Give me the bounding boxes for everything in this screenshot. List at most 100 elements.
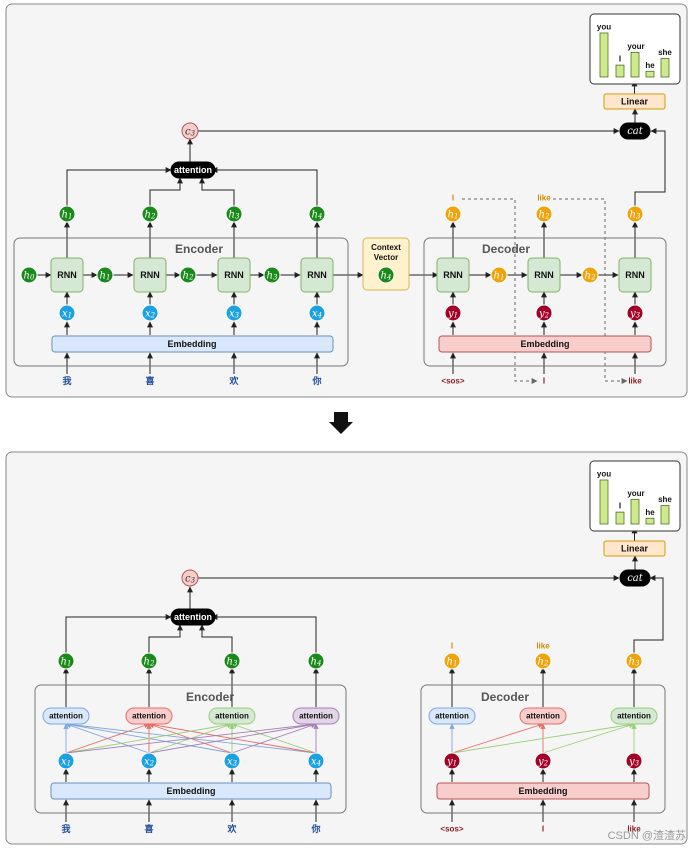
decoder2-h-node <box>443 652 461 670</box>
encoder-self-attention-label: attention <box>132 712 166 721</box>
encoder-x-node <box>141 304 159 322</box>
decoder-output-token: like <box>537 194 551 203</box>
encoder2-h-symbol: h4 <box>311 656 322 668</box>
encoder2-h-node <box>140 652 158 670</box>
decoder-title: Decoder <box>482 242 530 256</box>
decoder-output-token: I <box>452 194 454 203</box>
encoder-container-2 <box>34 684 347 814</box>
enc2-self-attention-edge <box>65 721 317 754</box>
decoder2-y-node <box>443 752 461 770</box>
encoder2-x-node <box>223 752 241 770</box>
vocab-word-label: your <box>627 489 644 498</box>
encoder-self-attention-label: attention <box>299 712 333 721</box>
decoder-self-attention-label: attention <box>617 712 651 721</box>
decoder-self-attention-node <box>519 707 567 725</box>
context-vector-box <box>362 237 410 291</box>
decoder-self-attention-node <box>610 707 658 725</box>
decoder-input-token: <sos> <box>441 377 464 386</box>
decoder-embedding-label-2: Embedding <box>519 786 568 796</box>
decoder-state-symbol: h1 <box>494 270 505 282</box>
encoder-self-attention-node <box>292 707 340 725</box>
context-vector-h-node <box>377 266 395 284</box>
top-panel <box>5 3 688 398</box>
encoder2-h-symbol: h2 <box>144 656 155 668</box>
decoder-y-node <box>626 304 644 322</box>
encoder2-x-symbol: x4 <box>311 756 321 768</box>
decoder-y-symbol: y1 <box>447 308 458 320</box>
decoder2-h-symbol: h2 <box>538 656 549 668</box>
decoder2-input-token: like <box>627 825 641 834</box>
dec-h3-to-cat-edge <box>634 128 666 206</box>
vocab-word-label: he <box>645 61 655 70</box>
enc-h-to-attention-edge <box>66 167 172 206</box>
decoder-y-node <box>535 304 553 322</box>
encoder-x-node <box>308 304 326 322</box>
vocab-bar <box>615 511 625 525</box>
attention2-label: attention <box>174 612 212 622</box>
feedback-I-edge <box>462 198 538 384</box>
decoder-self-attention-label: attention <box>526 712 560 721</box>
encoder-rnn-label: RNN <box>140 270 160 280</box>
decoder-rnn-cell <box>618 257 652 293</box>
enc-h-to-attention-edge <box>149 177 183 206</box>
decoder2-output-token: I <box>451 642 453 651</box>
encoder-self-attention-label: attention <box>215 712 249 721</box>
enc2-h-to-attention-edge <box>65 614 172 654</box>
decoder2-y-symbol: y2 <box>537 756 549 768</box>
context-c3-symbol: c3 <box>185 126 196 138</box>
dec2-h3-to-cat-edge <box>633 575 664 654</box>
encoder-state-symbol: h3 <box>267 270 278 282</box>
attention-node <box>170 161 216 179</box>
decoder-h-symbol: h1 <box>448 209 459 221</box>
decoder-h-node <box>535 205 553 223</box>
vocab-bar <box>660 58 670 78</box>
enc-h-to-attention-edge <box>199 177 235 206</box>
encoder2-h-node <box>223 652 241 670</box>
decoder-rnn-cell <box>436 257 470 293</box>
encoder-rnn-cell <box>300 257 334 293</box>
encoder-input-token: 喜 <box>145 375 154 386</box>
vocab-distribution-box <box>589 460 681 532</box>
decoder2-h-symbol: h1 <box>447 656 458 668</box>
vocab-bar <box>630 51 640 78</box>
linear-box <box>603 93 666 110</box>
decoder2-input-token: <sos> <box>440 825 463 834</box>
encoder-h-node <box>141 205 159 223</box>
encoder-rnn-cell <box>50 257 84 293</box>
encoder2-input-token: 我 <box>61 823 70 834</box>
encoder-self-attention-node <box>125 707 173 725</box>
decoder2-y-node <box>625 752 643 770</box>
encoder2-x-symbol: x3 <box>227 756 238 768</box>
vocab-bar <box>645 70 655 78</box>
decoder-h-node <box>626 205 644 223</box>
vocab-word-label: I <box>619 55 621 64</box>
edges-layer <box>37 80 666 822</box>
feedback-like-edge <box>553 198 628 384</box>
vocab-bar <box>599 479 609 525</box>
enc2-self-attention-edge <box>148 722 317 754</box>
dec2-causal-attention-edge <box>542 722 635 754</box>
encoder-self-attention-node <box>42 707 90 725</box>
enc2-self-attention-edge <box>65 723 150 754</box>
encoder-x-symbol: x3 <box>229 308 240 320</box>
context-vector-h-symbol: h4 <box>381 270 392 282</box>
decoder-container <box>423 237 667 367</box>
encoder-h-symbol: h2 <box>145 209 156 221</box>
decoder2-h-node <box>534 652 552 670</box>
decoder2-h-symbol: h3 <box>629 656 640 668</box>
encoder-h0-node <box>20 266 38 284</box>
decoder2-y-symbol: y3 <box>628 756 640 768</box>
linear-label: Linear <box>621 97 649 107</box>
encoder2-input-token: 欢 <box>226 823 237 834</box>
encoder-state-symbol: h1 <box>100 270 111 282</box>
encoder-container <box>13 237 349 367</box>
decoder-embedding-label: Embedding <box>521 339 570 349</box>
decoder2-h-node <box>625 652 643 670</box>
vocab-word-label: your <box>627 42 644 51</box>
enc2-self-attention-edge <box>231 723 317 754</box>
encoder-embedding-label: Embedding <box>168 339 217 349</box>
encoder2-input-token: 喜 <box>144 823 153 834</box>
decoder-state-node <box>581 266 599 284</box>
enc2-self-attention-edge <box>65 722 233 754</box>
